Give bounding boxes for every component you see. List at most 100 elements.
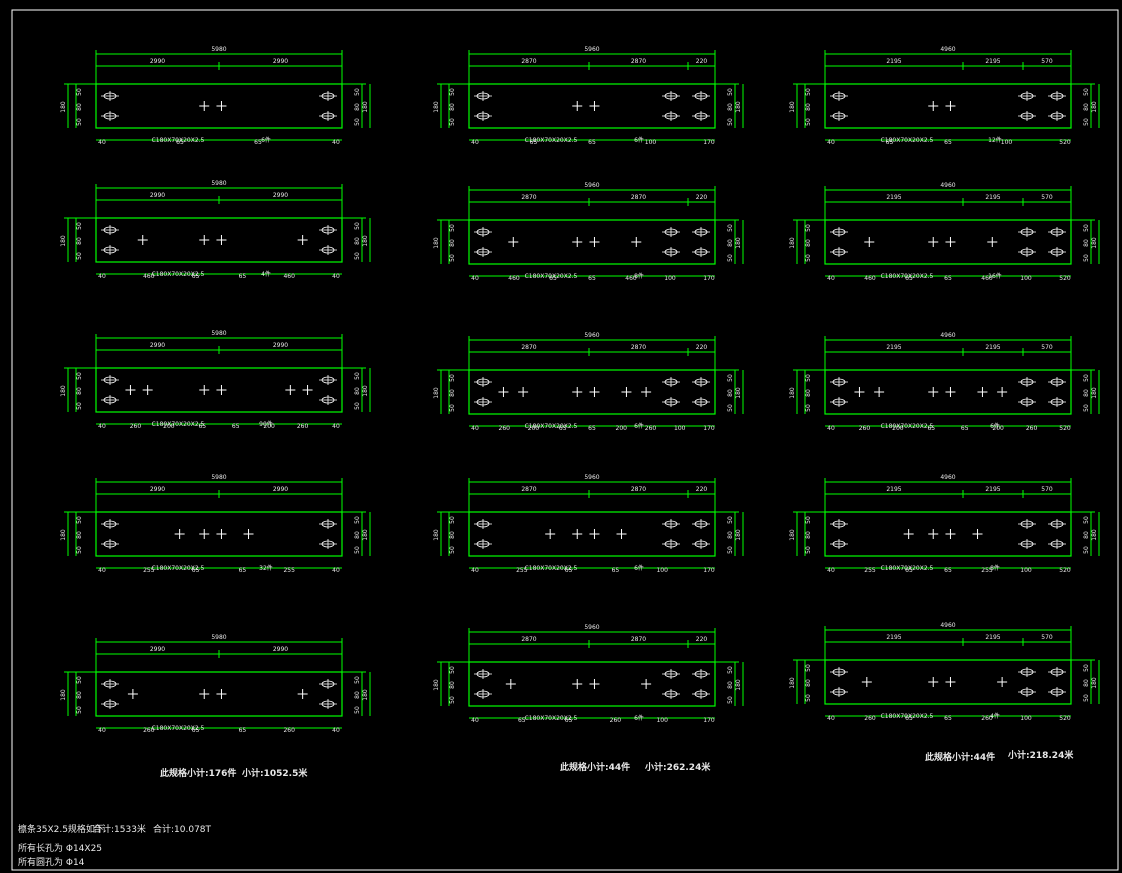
overall-length-label: 5980 [211,634,226,641]
segment-length-label: 2195 [985,634,1000,641]
slot-hole-icon [319,519,337,529]
slot-hole-icon [662,669,680,679]
piece-count-label: 6件 [261,136,271,144]
side-dim-label: 50 [805,254,812,262]
bottom-dim-label: 65 [588,275,596,282]
bottom-dim-label: 65 [198,423,206,430]
segment-length-label: 220 [696,636,708,643]
bottom-dim-label: 200 [616,425,628,432]
segment-length-label: 2990 [150,646,165,653]
slot-hole-icon [474,669,492,679]
bottom-dim-label: 460 [143,273,155,280]
bottom-dim-label: 520 [1059,715,1071,722]
piece-count-label: 6件 [634,422,644,430]
bottom-dim-label: 260 [1026,425,1038,432]
bottom-dim-label: 260 [864,715,876,722]
bottom-dim-label: 40 [332,273,340,280]
slot-hole-icon [662,539,680,549]
bottom-dim-label: 40 [332,567,340,574]
slot-hole-icon [830,687,848,697]
side-dim-label: 50 [76,516,83,524]
bottom-dim-label: 460 [283,273,295,280]
bottom-dim-label: 65 [530,139,538,146]
round-hole-icon [589,101,600,111]
bottom-dim-label: 65 [239,727,247,734]
side-dim-label: 50 [1083,88,1090,96]
segment-length-label: 570 [1041,58,1053,65]
side-dim-label: 50 [449,118,456,126]
side-dim-label: 50 [449,404,456,412]
side-total-label: 180 [789,529,796,541]
side-total-label: 180 [789,677,796,689]
round-hole-icon [125,385,136,395]
slot-hole-icon [830,519,848,529]
side-dim-label: 80 [76,387,83,395]
round-hole-icon [297,235,308,245]
side-dim-label: 50 [805,374,812,382]
round-hole-icon [854,387,865,397]
overall-length-label: 5960 [584,474,599,481]
round-hole-icon [928,677,939,687]
segment-length-label: 2195 [886,344,901,351]
round-hole-icon [928,101,939,111]
slot-hole-icon [692,111,710,121]
side-dim-label: 50 [805,224,812,232]
bottom-dim-label: 520 [1059,275,1071,282]
side-dim-label: 50 [354,372,361,380]
bottom-dim-label: 65 [944,715,952,722]
side-total-label: 180 [362,101,369,113]
bottom-dim-label: 200 [528,425,540,432]
segment-length-label: 2870 [521,486,536,493]
side-dim-label: 50 [449,516,456,524]
side-dim-label: 50 [76,372,83,380]
bottom-dim-label: 65 [944,275,952,282]
slot-hole-icon [662,519,680,529]
slot-hole-icon [474,397,492,407]
side-dim-label: 50 [449,88,456,96]
segment-length-label: 2990 [150,192,165,199]
bottom-dim-label: 100 [1020,567,1032,574]
round-hole-icon [928,387,939,397]
slot-hole-icon [319,375,337,385]
slot-hole-icon [101,539,119,549]
slot-hole-icon [1018,397,1036,407]
segment-length-label: 2990 [150,486,165,493]
slot-hole-icon [101,699,119,709]
round-hole-icon [589,387,600,397]
bottom-dim-label: 65 [192,567,200,574]
round-hole-icon [572,387,583,397]
bottom-dim-label: 460 [864,275,876,282]
bottom-dim-label: 40 [827,567,835,574]
slot-hole-icon [1048,519,1066,529]
slot-hole-icon [1018,377,1036,387]
round-hole-note: 所有圆孔为 Φ14 [18,856,85,868]
slot-hole-icon [1048,667,1066,677]
bottom-dim-label: 40 [98,273,106,280]
round-hole-icon [302,385,313,395]
slot-hole-icon [319,245,337,255]
bottom-dim-label: 170 [703,425,715,432]
round-hole-icon [127,689,138,699]
side-dim-label: 50 [805,546,812,554]
round-hole-icon [243,529,254,539]
slot-hole-icon [101,679,119,689]
section-spec-label: C180X70X20X2.5 [152,137,205,144]
round-hole-icon [945,237,956,247]
bottom-dim-label: 65 [886,139,894,146]
side-dim-label: 80 [449,389,456,397]
slot-hole-icon [474,519,492,529]
side-dim-label: 80 [354,237,361,245]
bottom-dim-label: 65 [239,567,247,574]
column-3-subtotal: 小计:218.24米 [1007,749,1074,761]
side-total-label: 180 [789,387,796,399]
side-dim-label: 50 [1083,254,1090,262]
segment-length-label: 220 [696,58,708,65]
drawing-frame [11,9,1119,871]
bottom-dim-label: 65 [565,567,573,574]
column-2-subtotal: 小计:262.24米 [644,761,711,773]
side-total-label: 180 [60,689,67,701]
side-dim-label: 50 [449,696,456,704]
slot-hole-icon [319,699,337,709]
